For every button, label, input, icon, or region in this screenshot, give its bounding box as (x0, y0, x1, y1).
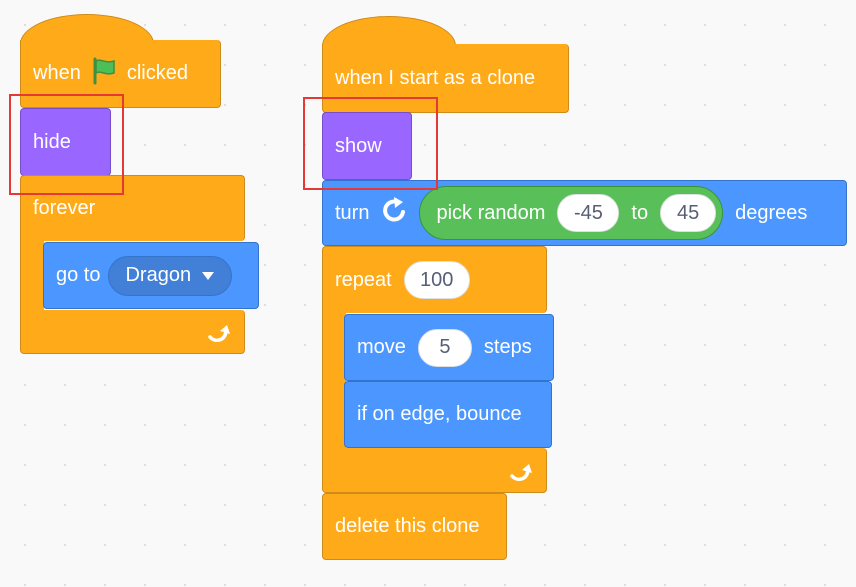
clone-hat-cap (322, 16, 456, 46)
to-label: to (631, 201, 649, 224)
go-to-target-dropdown[interactable]: Dragon (108, 255, 233, 296)
random-max-value: 45 (676, 201, 700, 224)
steps-label: steps (483, 336, 532, 358)
pick-random-reporter[interactable]: pick random -45 to 45 (419, 186, 724, 240)
if-on-edge-bounce-block[interactable]: if on edge, bounce (344, 381, 552, 448)
clone-hat-label: when I start as a clone (335, 66, 536, 89)
hide-label: hide (33, 130, 71, 153)
forever-label: forever (33, 197, 96, 219)
delete-clone-label: delete this clone (335, 515, 480, 537)
when-i-start-as-clone-block[interactable]: when I start as a clone (322, 44, 569, 113)
clicked-label: clicked (126, 62, 188, 84)
repeat-label: repeat (335, 268, 392, 291)
degrees-label: degrees (735, 201, 808, 224)
highlight-box-hide (9, 94, 124, 195)
move-steps-block[interactable]: move 5 steps (344, 314, 554, 381)
caret-down-icon (202, 271, 215, 280)
turn-block[interactable]: turn pick random -45 to 45 degrees (322, 180, 847, 246)
random-min-input[interactable]: -45 (557, 194, 620, 232)
bounce-label: if on edge, bounce (357, 403, 522, 425)
repeat-arm (322, 312, 346, 450)
turn-label: turn (335, 201, 370, 224)
when-label: when (33, 62, 81, 84)
repeat-block[interactable]: repeat 100 (322, 246, 547, 313)
move-steps-input[interactable]: 5 (417, 328, 472, 367)
random-max-input[interactable]: 45 (660, 194, 717, 232)
rotate-right-icon (381, 196, 409, 230)
random-min-value: -45 (573, 201, 603, 224)
go-to-target-value: Dragon (125, 264, 192, 286)
delete-this-clone-block[interactable]: delete this clone (322, 493, 507, 560)
loop-arrow-icon (510, 464, 532, 481)
loop-arrow-icon (208, 325, 230, 342)
forever-block[interactable]: forever (20, 175, 245, 241)
pick-random-label: pick random (436, 201, 546, 224)
repeat-count-value: 100 (420, 268, 454, 291)
hide-block[interactable]: hide (20, 108, 111, 176)
forever-arm (20, 240, 44, 312)
go-to-label: go to (56, 264, 101, 286)
go-to-block[interactable]: go to Dragon (43, 242, 259, 309)
move-steps-value: 5 (439, 336, 451, 358)
show-label: show (335, 134, 382, 157)
green-flag-icon (89, 56, 119, 92)
show-block[interactable]: show (322, 112, 412, 180)
forever-bottom (20, 310, 245, 354)
when-flag-clicked-block[interactable]: when clicked (20, 40, 221, 108)
move-label: move (357, 336, 406, 358)
repeat-count-input[interactable]: 100 (403, 261, 470, 299)
highlight-box-show (303, 97, 438, 190)
repeat-bottom (322, 448, 547, 493)
